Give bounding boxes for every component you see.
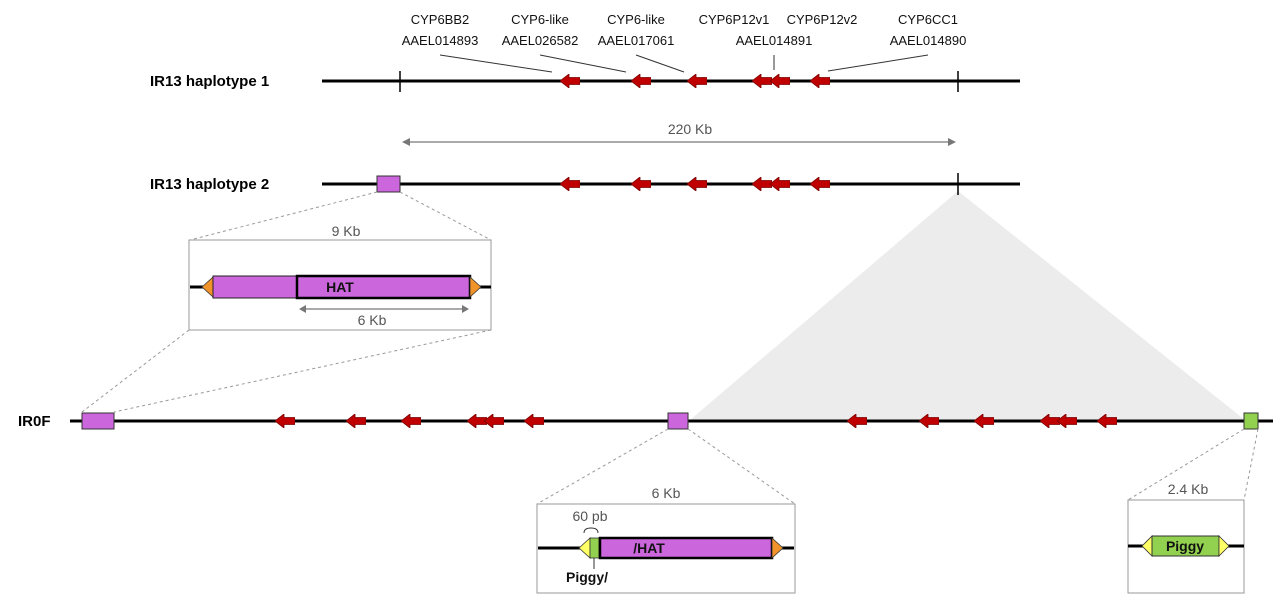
gene-labels: CYP6BB2 AAEL014893 CYP6-like AAEL026582 … bbox=[402, 12, 967, 48]
span-label: 220 Kb bbox=[668, 121, 713, 137]
gene-id-5: AAEL014891 bbox=[736, 33, 813, 48]
spacer-brace bbox=[583, 527, 599, 534]
duplication-shade bbox=[690, 191, 1245, 420]
gene-arrow bbox=[275, 414, 295, 428]
row-label-hap2: IR13 haplotype 2 bbox=[150, 176, 269, 193]
hap2-track bbox=[322, 173, 1020, 195]
gene-id-1: AAEL014893 bbox=[402, 33, 479, 48]
row-label-hap1: IR13 haplotype 1 bbox=[150, 73, 269, 90]
gene-arrow bbox=[631, 177, 651, 191]
gene-arrow bbox=[560, 177, 580, 191]
span-dimension: 220 Kb bbox=[402, 121, 956, 146]
inset-hat-size: 9 Kb bbox=[332, 223, 361, 239]
gene-arrow bbox=[484, 414, 504, 428]
inset-piggy-hat: 6 Kb 60 pb /HAT Piggy/ bbox=[536, 485, 796, 594]
piggy-fragment bbox=[589, 537, 600, 559]
tir-yellow-right bbox=[1218, 535, 1230, 557]
tir-right bbox=[469, 276, 482, 298]
zoom-lines-bottom bbox=[536, 428, 1259, 505]
hat-box bbox=[598, 536, 774, 560]
gene-arrow bbox=[687, 177, 707, 191]
tir-orange-right bbox=[771, 537, 784, 559]
inset-piggy-size: 2.4 Kb bbox=[1168, 481, 1209, 497]
piggy-insertion-box bbox=[1243, 412, 1259, 430]
piggy-slash-label: Piggy/ bbox=[566, 569, 608, 585]
row-label-irof: IR0F bbox=[18, 413, 51, 430]
slash-hat-label: /HAT bbox=[633, 540, 665, 556]
gene-name-2: CYP6-like bbox=[511, 12, 569, 27]
spacer-label: 60 pb bbox=[572, 508, 607, 524]
gene-name-5: CYP6P12v2 bbox=[787, 12, 858, 27]
piggy-hat-insertion-box bbox=[667, 412, 689, 430]
gene-arrow bbox=[810, 74, 830, 88]
gene-arrow bbox=[752, 177, 772, 191]
gene-name-1: CYP6BB2 bbox=[411, 12, 470, 27]
gene-arrow bbox=[401, 414, 421, 428]
gene-name-4: CYP6P12v1 bbox=[699, 12, 770, 27]
inset-piggy-hat-size: 6 Kb bbox=[652, 485, 681, 501]
hat-insertion-box bbox=[376, 175, 401, 193]
gene-name-6: CYP6CC1 bbox=[898, 12, 958, 27]
hap1-track bbox=[322, 71, 1020, 92]
inset-hat: 9 Kb HAT 6 Kb bbox=[188, 223, 492, 331]
gene-arrow bbox=[560, 74, 580, 88]
gene-arrow bbox=[770, 177, 790, 191]
gene-arrow bbox=[770, 74, 790, 88]
piggy-label: Piggy bbox=[1166, 538, 1204, 554]
irof-track bbox=[70, 412, 1273, 430]
gene-arrow bbox=[810, 177, 830, 191]
hat-label: HAT bbox=[326, 279, 354, 295]
gene-arrow bbox=[631, 74, 651, 88]
inset-hat-subsize: 6 Kb bbox=[358, 312, 387, 328]
gene-id-2: AAEL026582 bbox=[502, 33, 579, 48]
gene-arrow bbox=[346, 414, 366, 428]
zoom-lines-irof-left bbox=[81, 329, 492, 413]
gene-id-6: AAEL014890 bbox=[890, 33, 967, 48]
gene-arrow bbox=[687, 74, 707, 88]
hat-insertion-box bbox=[81, 412, 115, 430]
gene-arrow bbox=[524, 414, 544, 428]
zoom-lines-hap2 bbox=[189, 191, 492, 241]
gene-name-3: CYP6-like bbox=[607, 12, 665, 27]
gene-leader-lines bbox=[439, 54, 929, 73]
gene-arrow bbox=[752, 74, 772, 88]
gene-id-3: AAEL017061 bbox=[598, 33, 675, 48]
inset-piggy: 2.4 Kb Piggy bbox=[1127, 481, 1245, 594]
